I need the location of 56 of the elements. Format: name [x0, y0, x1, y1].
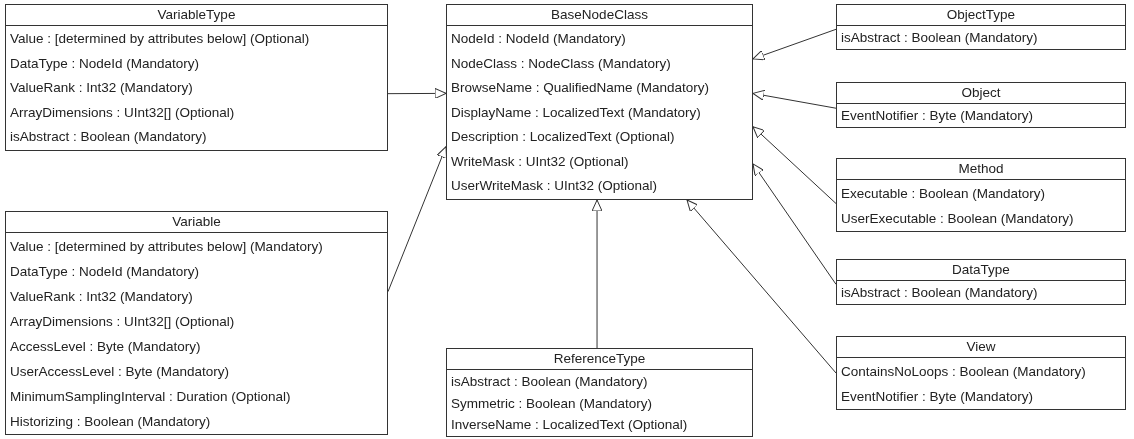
generalization-arrow	[752, 28, 837, 61]
generalization-arrow	[752, 126, 837, 204]
generalization-arrow	[752, 89, 837, 109]
attribute-text: ContainsNoLoops : Boolean (Mandatory)	[840, 363, 1086, 381]
class-name: BaseNodeClass	[447, 5, 752, 26]
attribute-text: isAbstract : Boolean (Mandatory)	[9, 128, 207, 146]
attribute-text: Symmetric : Boolean (Mandatory)	[450, 394, 653, 413]
attribute-text: NodeId : NodeId (Mandatory)	[450, 30, 626, 48]
class-name: ObjectType	[837, 5, 1125, 26]
attribute-text: DataType : NodeId (Mandatory)	[9, 263, 200, 281]
attribute-text: isAbstract : Boolean (Mandatory)	[840, 284, 1038, 302]
class-name: Object	[837, 83, 1125, 104]
attribute-text: UserAccessLevel : Byte (Mandatory)	[9, 363, 230, 381]
class-name: ReferenceType	[447, 349, 752, 370]
class-box	[836, 4, 1126, 50]
class-name: VariableType	[6, 5, 387, 26]
attribute-text: ArrayDimensions : UInt32[] (Optional)	[9, 313, 235, 331]
generalization-arrow	[387, 87, 447, 99]
attribute-text: MinimumSamplingInterval : Duration (Optional)	[9, 388, 291, 406]
attribute-text: DataType : NodeId (Mandatory)	[9, 54, 200, 73]
class-box	[446, 4, 753, 200]
generalization-arrow	[591, 199, 603, 349]
generalization-arrow	[387, 146, 448, 293]
attribute-text: UserWriteMask : UInt32 (Optional)	[450, 177, 658, 195]
generalization-arrow	[752, 163, 837, 285]
attribute-text: ValueRank : Int32 (Mandatory)	[9, 79, 193, 97]
class-name: DataType	[837, 260, 1125, 281]
attribute-text: WriteMask : UInt32 (Optional)	[450, 152, 629, 171]
attribute-text: Historizing : Boolean (Mandatory)	[9, 413, 211, 431]
class-name: Variable	[6, 212, 387, 233]
attribute-text: Value : [determined by attributes below] (Mandatory)	[9, 238, 323, 256]
attribute-text: UserExecutable : Boolean (Mandatory)	[840, 210, 1074, 228]
class-box	[836, 336, 1126, 410]
class-name: Method	[837, 159, 1125, 180]
attribute-text: InverseName : LocalizedText (Optional)	[450, 416, 688, 434]
generalization-arrow	[686, 199, 837, 374]
attribute-text: isAbstract : Boolean (Mandatory)	[450, 373, 648, 391]
class-box	[836, 259, 1126, 305]
class-box	[836, 158, 1126, 232]
attribute-text: EventNotifier : Byte (Mandatory)	[840, 388, 1034, 406]
attribute-text: ArrayDimensions : UInt32[] (Optional)	[9, 103, 235, 122]
attribute-text: ValueRank : Int32 (Mandatory)	[9, 288, 193, 306]
attribute-text: EventNotifier : Byte (Mandatory)	[840, 107, 1034, 125]
class-box	[5, 211, 388, 435]
attribute-text: Value : [determined by attributes below] (Optional)	[9, 30, 310, 48]
class-name: View	[837, 337, 1125, 358]
attribute-text: Executable : Boolean (Mandatory)	[840, 185, 1046, 203]
class-box	[446, 348, 753, 437]
attribute-text: Description : LocalizedText (Optional)	[450, 128, 675, 146]
attribute-text: AccessLevel : Byte (Mandatory)	[9, 338, 201, 356]
attribute-text: isAbstract : Boolean (Mandatory)	[840, 29, 1038, 47]
attribute-text: DisplayName : LocalizedText (Mandatory)	[450, 103, 701, 122]
class-box	[5, 4, 388, 151]
attribute-text: NodeClass : NodeClass (Mandatory)	[450, 54, 671, 73]
attribute-text: BrowseName : QualifiedName (Mandatory)	[450, 79, 710, 97]
class-box	[836, 82, 1126, 128]
